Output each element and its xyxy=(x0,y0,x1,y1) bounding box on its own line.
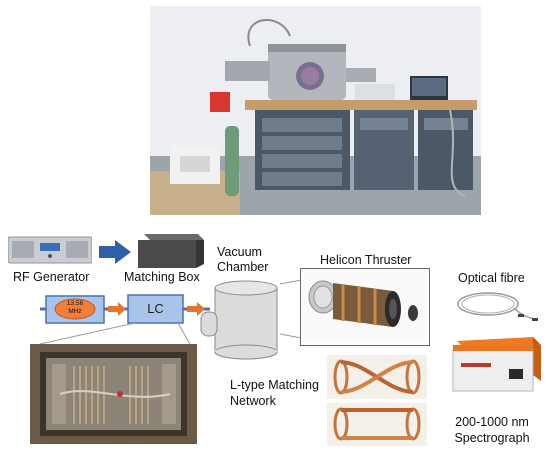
frequency-oval xyxy=(54,298,96,320)
orange-arrow xyxy=(108,302,126,316)
l-type-label-line2: Network xyxy=(230,394,276,408)
optical-fibre-coil xyxy=(452,288,542,328)
matching-network-photo xyxy=(30,344,197,444)
matching-box-label: Matching Box xyxy=(124,270,200,284)
optical-fibre-label: Optical fibre xyxy=(458,271,525,285)
antenna-straight-photo xyxy=(327,403,427,446)
lc-label: LC xyxy=(147,301,164,316)
spectrograph-device xyxy=(449,333,543,395)
spectrograph-label: Spectrograph xyxy=(454,431,530,445)
l-type-label-line1: L-type Matching xyxy=(230,378,319,392)
flow-arrow xyxy=(99,240,131,264)
rf-generator-label: RF Generator xyxy=(13,270,90,284)
orange-arrow xyxy=(187,302,205,316)
vacuum-chamber-cylinder xyxy=(195,280,290,362)
frequency-label: 13.56 MHz xyxy=(56,300,94,315)
matching-box-device xyxy=(138,230,204,270)
vacuum-chamber-label-line2: Chamber xyxy=(217,260,269,274)
helicon-thruster-render xyxy=(300,268,430,346)
vacuum-chamber-label-line1: Vacuum xyxy=(217,245,262,259)
frequency-line1: 13.56 xyxy=(66,300,84,307)
schematic: 13.56 MHz LC xyxy=(0,280,300,360)
frequency-line2: MHz xyxy=(68,307,82,315)
helicon-thruster-label: Helicon Thruster xyxy=(320,253,412,267)
lab-setup-photo xyxy=(150,6,481,215)
spectrograph-range-label: 200-1000 nm xyxy=(455,415,529,429)
rf-generator-device xyxy=(7,235,93,265)
antenna-twisted-photo xyxy=(327,355,427,399)
lc-block xyxy=(127,294,184,324)
